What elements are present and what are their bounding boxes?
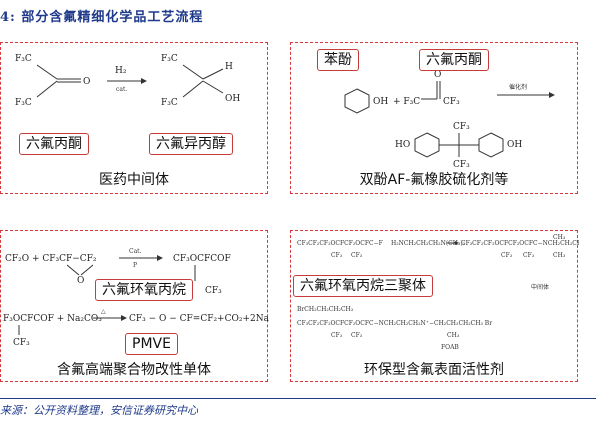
panel-fluoropolymer-monomer: CF₂O + CF₃CF−CF₂ O Cat. P CF₃OCFCOF CF₃ … (0, 230, 269, 382)
svg-text:CF₃CF₂CF₂OCFCF₂OCFC−NCH₂CH₂CH₂: CF₃CF₂CF₂OCFCF₂OCFC−NCH₂CH₂CH₂N⁺−CH₂CH₂C… (297, 320, 492, 327)
svg-text:CF₃: CF₃ (205, 286, 222, 296)
svg-text:O: O (77, 276, 84, 286)
hfpo-trimer-surfactant-diagram: CF₃CF₂CF₂OCFCF₂OCFC−F H₂NCH₂CH₂CH₂N(CH₃)… (297, 234, 579, 351)
svg-text:CF₂O + CF₃CF−CF₂: CF₂O + CF₃CF−CF₂ (5, 254, 97, 264)
label-phenol: 苯酚 (317, 49, 359, 71)
hfpo-pmve-synthesis-diagram: CF₂O + CF₃CF−CF₂ O Cat. P CF₃OCFCOF CF₃ … (3, 248, 269, 348)
svg-text:CF₃: CF₃ (13, 338, 30, 348)
label-hexafluoroisopropanol: 六氟异丙醇 (149, 133, 233, 155)
svg-text:催化剂: 催化剂 (509, 83, 527, 91)
svg-text:FOAB: FOAB (441, 344, 459, 351)
label-hfpo: 六氟环氧丙烷 (95, 279, 193, 301)
panel-caption: 双酚AF-氟橡胶硫化剂等 (359, 172, 509, 188)
svg-text:cat.: cat. (116, 86, 127, 93)
panel-caption: 环保型含氟表面活性剂 (364, 362, 504, 378)
hexafluoroacetone-reduction-diagram: F₃C O F₃C H₂ cat. F₃C H OH F₃C (15, 54, 240, 108)
svg-text:OH: OH (225, 94, 240, 104)
label-hfpo-trimer: 六氟环氧丙烷三聚体 (293, 275, 433, 297)
footer-divider (0, 398, 596, 399)
svg-text:CH₃: CH₃ (447, 332, 460, 339)
svg-text:CF₃: CF₃ (453, 160, 470, 170)
svg-text:CF₃OCFCOF: CF₃OCFCOF (173, 254, 231, 264)
label-hexafluoroacetone: 六氟丙酮 (19, 133, 89, 155)
label-hexafluoroacetone: 六氟丙酮 (419, 49, 489, 71)
svg-text:H₂NCH₂CH₂CH₂N(CH₃)₂: H₂NCH₂CH₂CH₂N(CH₃)₂ (391, 240, 466, 247)
panel-caption: 医药中间体 (99, 172, 169, 188)
svg-text:O: O (434, 70, 441, 80)
svg-text:BrCH₂CH₂CH₂CH₃: BrCH₂CH₂CH₂CH₃ (297, 306, 354, 313)
svg-text:CF₃: CF₃ (351, 252, 363, 259)
svg-text:F₃C: F₃C (15, 54, 32, 64)
svg-text:O: O (83, 77, 90, 87)
svg-text:H: H (225, 62, 233, 72)
svg-text:CF₃: CF₃ (351, 332, 363, 339)
panel-fluorosurfactant: CF₃CF₂CF₂OCFCF₂OCFC−F H₂NCH₂CH₂CH₂N(CH₃)… (290, 230, 579, 382)
figure-title: 4: 部分含氟精细化学品工艺流程 (0, 10, 204, 25)
svg-text:CF₃: CF₃ (453, 122, 470, 132)
source-note: 来源：公开资料整理，安信证券研究中心 (0, 404, 198, 417)
svg-text:CF₃: CF₃ (331, 332, 343, 339)
svg-text:中间体: 中间体 (531, 283, 549, 291)
svg-text:+ F₃C: + F₃C (393, 97, 420, 107)
svg-text:P: P (133, 262, 137, 269)
panel-bisphenol-af: OH + F₃C O CF₃ 催化剂 HO CF₃ CF₃ OH 苯酚 六氟丙酮… (290, 42, 578, 194)
svg-text:CF₃CF₂CF₂OCFCF₂OCFC−NCH₂CH₂CH₂: CF₃CF₂CF₂OCFCF₂OCFC−NCH₂CH₂CH₂N (461, 240, 579, 247)
svg-text:F₃C: F₃C (161, 54, 178, 64)
panel-pharma-intermediate: F₃C O F₃C H₂ cat. F₃C H OH F₃C 六氟丙酮 六氟异丙… (0, 42, 268, 194)
svg-text:OH: OH (507, 140, 522, 150)
svg-text:CF₃: CF₃ (523, 252, 535, 259)
svg-text:F₃C: F₃C (161, 98, 178, 108)
svg-text:CF₃: CF₃ (443, 97, 460, 107)
svg-text:F₃C: F₃C (15, 98, 32, 108)
label-pmve: PMVE (125, 333, 178, 355)
svg-text:CF₃ − O − CF=CF₂+CO₂+2NaF: CF₃ − O − CF=CF₂+CO₂+2NaF (129, 314, 269, 324)
svg-text:CF₃: CF₃ (501, 252, 513, 259)
panel-caption: 含氟高端聚合物改性单体 (57, 362, 211, 378)
svg-text:H₂: H₂ (115, 66, 127, 76)
bisphenol-af-synthesis-diagram: OH + F₃C O CF₃ 催化剂 HO CF₃ CF₃ OH (344, 70, 555, 170)
svg-text:CF₃: CF₃ (331, 252, 343, 259)
svg-text:F₃OCFCOF + Na₂CO₃: F₃OCFCOF + Na₂CO₃ (3, 314, 102, 324)
svg-text:CH₃: CH₃ (553, 234, 566, 241)
svg-text:△: △ (101, 308, 106, 315)
svg-text:Cat.: Cat. (129, 248, 142, 255)
svg-text:HO: HO (395, 140, 410, 150)
svg-text:CH₃: CH₃ (553, 252, 566, 259)
svg-text:CF₃CF₂CF₂OCFCF₂OCFC−F: CF₃CF₂CF₂OCFCF₂OCFC−F (297, 240, 383, 247)
svg-text:OH: OH (373, 97, 388, 107)
